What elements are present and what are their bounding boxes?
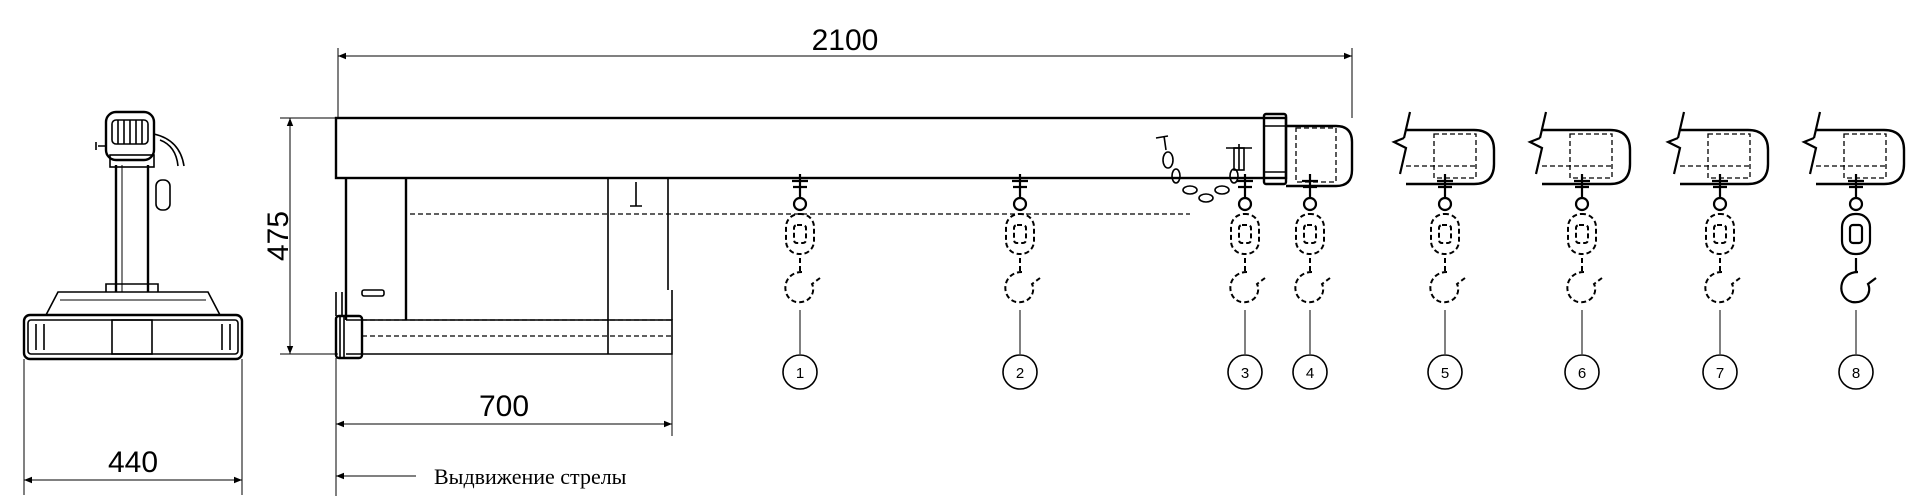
hook-position-7	[1704, 172, 1742, 304]
position-label-2: 2	[1016, 365, 1024, 382]
position-markers: 1 2 3 4 5 6 7 8	[782, 354, 1874, 390]
hook-position-6	[1566, 172, 1604, 304]
hook-position-8	[1840, 172, 1878, 304]
width-dimension-label: 440	[108, 446, 158, 479]
hook-position-3	[1229, 172, 1267, 304]
boom-extension-caption: Выдвижение стрелы	[434, 464, 627, 489]
hook-position-1	[784, 172, 822, 304]
position-label-3: 3	[1241, 365, 1249, 382]
position-label-1: 1	[796, 365, 804, 382]
length-dimension-label: 2100	[812, 24, 879, 57]
height-dimension-label: 475	[262, 211, 295, 261]
position-label-4: 4	[1306, 365, 1314, 382]
hook-position-2	[1004, 172, 1042, 304]
position-label-8: 8	[1852, 365, 1860, 382]
hook-position-5	[1429, 172, 1467, 304]
front-view: 440	[22, 110, 244, 495]
hook-position-4	[1294, 172, 1332, 304]
position-label-7: 7	[1716, 365, 1724, 382]
extension-dimension-label: 700	[479, 390, 529, 423]
side-view: 2100 475	[262, 24, 1906, 496]
safety-chain	[1155, 135, 1252, 203]
position-label-6: 6	[1578, 365, 1586, 382]
position-label-5: 5	[1441, 365, 1449, 382]
